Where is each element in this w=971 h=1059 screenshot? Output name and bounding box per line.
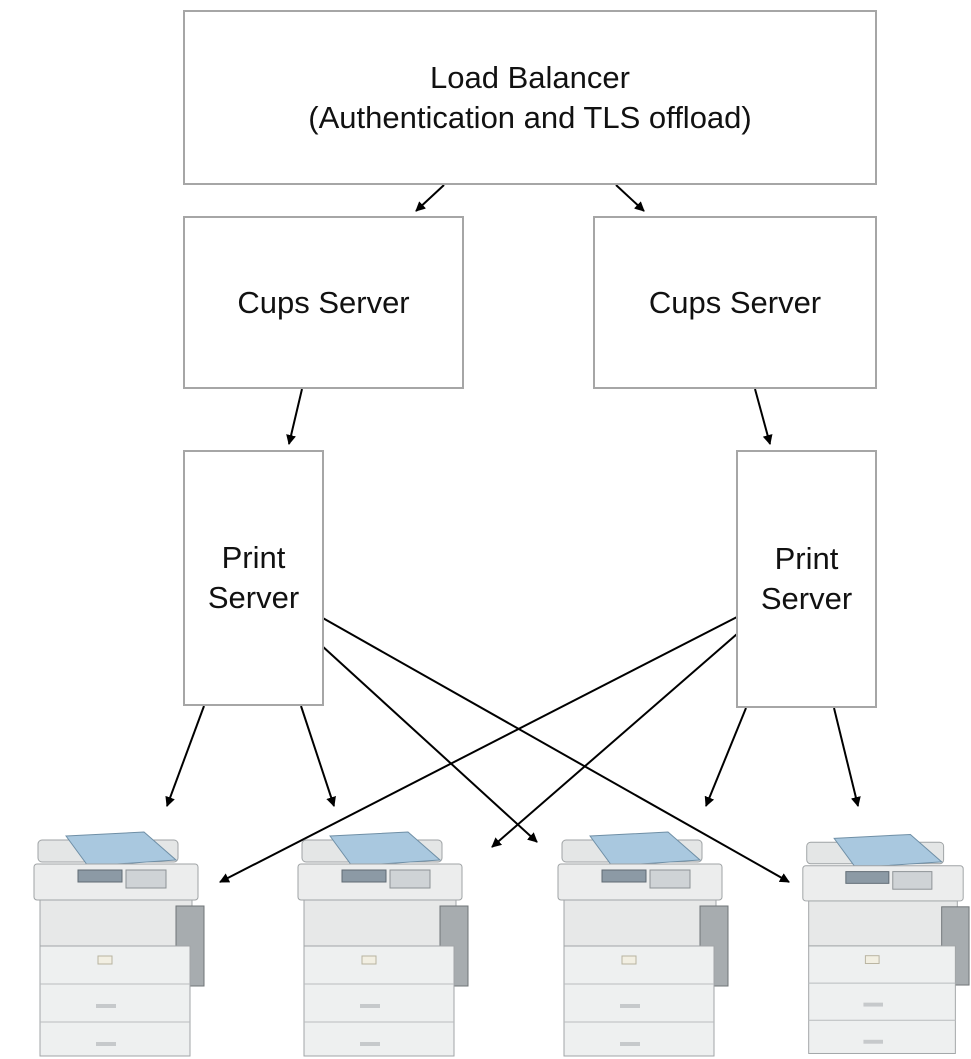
print-server-right-box: Print Server <box>736 450 877 708</box>
print-server-left-line2: Server <box>207 580 300 615</box>
cups-server-right-label: Cups Server <box>648 284 822 320</box>
arrow-print-left-to-printer-1 <box>165 705 205 807</box>
arrow-lb-to-cups-left <box>415 184 445 212</box>
load-balancer-box: Load Balancer (Authentication and TLS of… <box>183 10 877 185</box>
arrow-print-left-to-printer-3 <box>320 644 538 843</box>
arrow-cups-left-to-print-left <box>286 388 303 445</box>
arrow-print-right-to-printer-1 <box>219 616 738 883</box>
multifunction-printer-icon <box>297 831 469 1057</box>
cups-server-left-label: Cups Server <box>237 284 410 320</box>
arrow-print-right-to-printer-3 <box>704 707 747 807</box>
arrow-print-left-to-printer-2 <box>300 705 336 807</box>
multifunction-printer-icon <box>557 831 729 1057</box>
multifunction-printer-icon <box>33 831 205 1057</box>
cups-server-left-box: Cups Server <box>183 216 464 389</box>
print-server-right-line1: Print <box>774 541 839 576</box>
multifunction-printer-icon <box>802 833 970 1054</box>
load-balancer-subtitle: (Authentication and TLS offload) <box>308 99 752 135</box>
load-balancer-title: Load Balancer <box>430 59 630 95</box>
print-server-left-box: Print Server <box>183 450 324 706</box>
print-server-left-line1: Print <box>221 540 286 575</box>
print-server-right-line2: Server <box>760 581 853 616</box>
cups-server-right-box: Cups Server <box>593 216 877 389</box>
arrow-print-left-to-printer-4 <box>320 616 790 883</box>
arrow-cups-right-to-print-right <box>754 388 773 445</box>
arrow-print-right-to-printer-4 <box>833 707 861 807</box>
arrow-lb-to-cups-right <box>615 184 645 212</box>
arrow-print-right-to-printer-2 <box>491 633 738 848</box>
